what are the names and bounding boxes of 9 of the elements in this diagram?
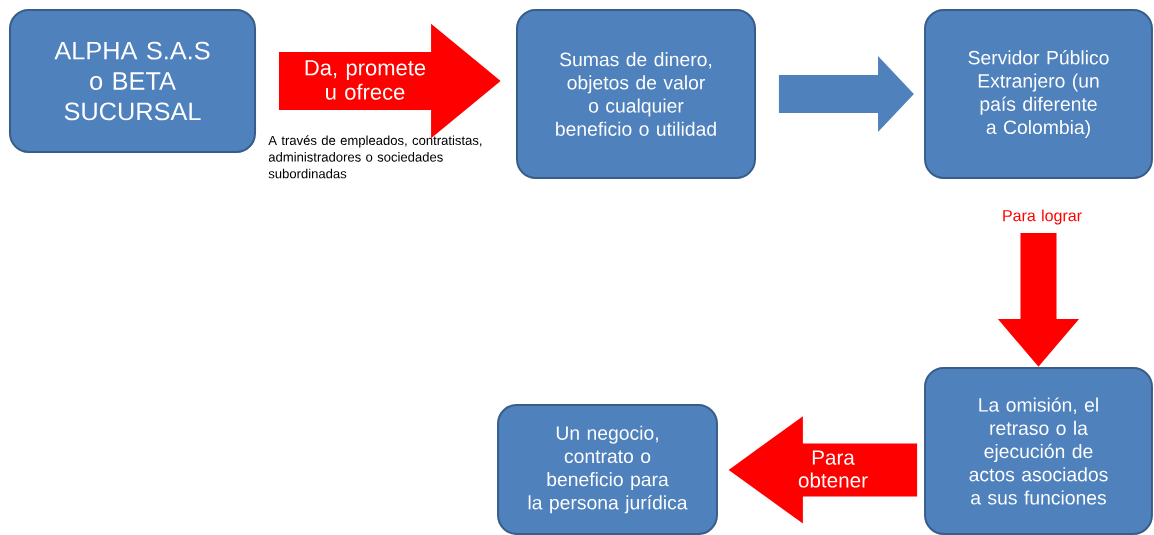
edge-label: Da, promete u ofrece <box>305 60 426 100</box>
note-text: A través de empleados, contratistas, administradores o sociedades subordinadas <box>268 135 482 179</box>
process-box: ALPHA S.A.S o BETA SUCURSAL <box>9 9 257 153</box>
process-box: Servidor Público Extranjero (un país diferente a Colombia) <box>924 9 1153 179</box>
process-box: Sumas de dinero, objetos de valor o cualquier beneficio o utilidad <box>516 9 756 179</box>
process-box: Un negocio, contrato o beneficio para la persona jurídica <box>497 403 718 535</box>
edge-label: Para obtener <box>798 450 868 488</box>
edge-label: Para lograr <box>1003 209 1082 225</box>
process-box: La omisión, el retraso o la ejecución de actos asociados a sus funciones <box>924 367 1153 535</box>
